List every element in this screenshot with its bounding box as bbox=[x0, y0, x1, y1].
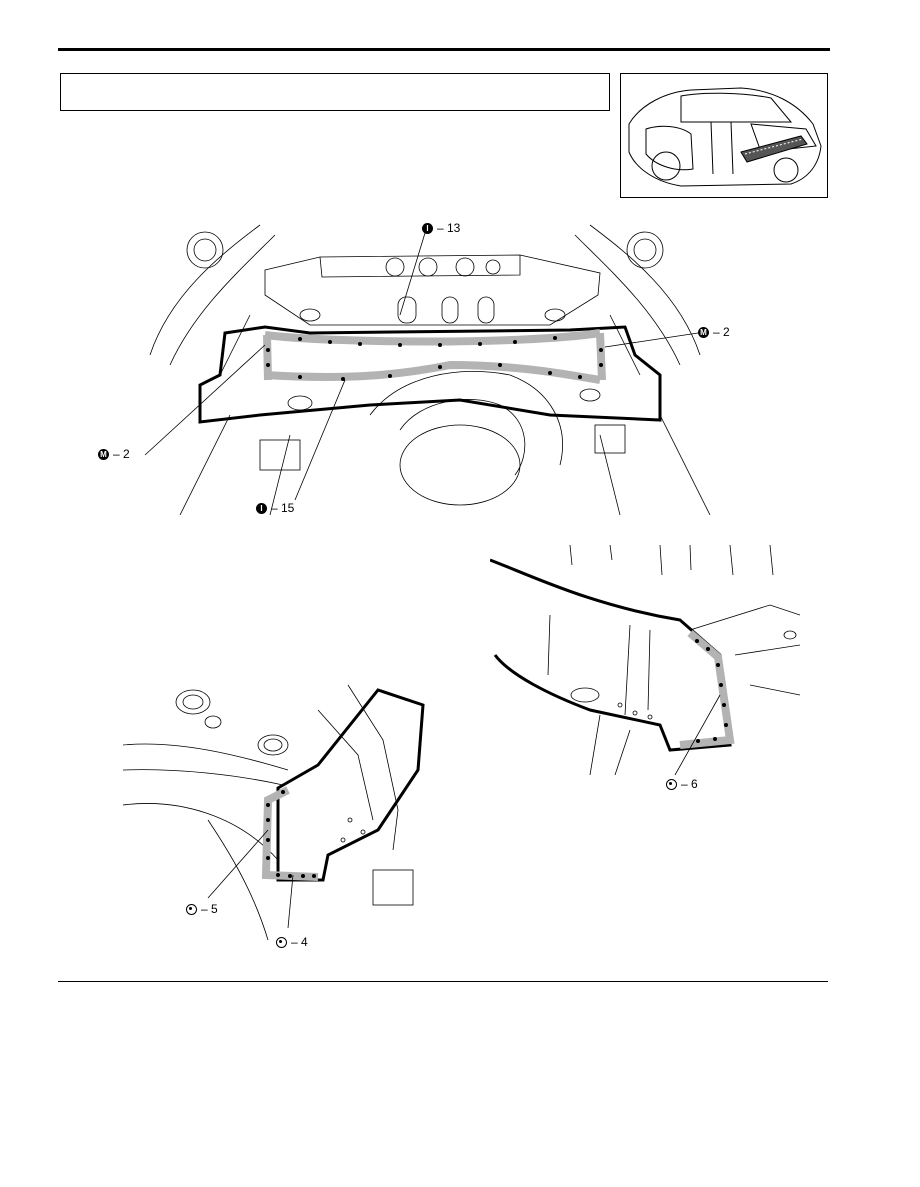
weld-type-i-icon: I bbox=[256, 502, 267, 514]
callout-spot-weld-5: – 5 bbox=[186, 902, 218, 916]
weld-type-i-icon: I bbox=[422, 222, 433, 234]
callout-weld-2-left: M – 2 bbox=[98, 447, 130, 461]
weld-type-m-icon: M bbox=[698, 326, 709, 338]
rear-floor-figure bbox=[100, 215, 750, 515]
car-body-icon bbox=[628, 87, 822, 187]
rear-side-member-right-figure bbox=[490, 545, 800, 775]
rear-side-member-left-figure bbox=[118, 680, 438, 950]
spot-weld-icon bbox=[276, 936, 287, 948]
spot-weld-icon bbox=[666, 778, 677, 790]
callout-spot-weld-4: – 4 bbox=[276, 935, 308, 949]
location-thumbnail bbox=[620, 73, 828, 198]
callout-weld-13: I – 13 bbox=[422, 221, 460, 235]
header-rule bbox=[58, 48, 830, 51]
section-title-box bbox=[60, 73, 610, 111]
callout-weld-2-right: M – 2 bbox=[698, 325, 730, 339]
footer-rule bbox=[58, 981, 828, 982]
spot-weld-icon bbox=[186, 903, 197, 915]
callout-weld-15: I – 15 bbox=[256, 501, 294, 515]
callout-spot-weld-6: – 6 bbox=[666, 777, 698, 791]
weld-type-m-icon: M bbox=[98, 448, 109, 460]
